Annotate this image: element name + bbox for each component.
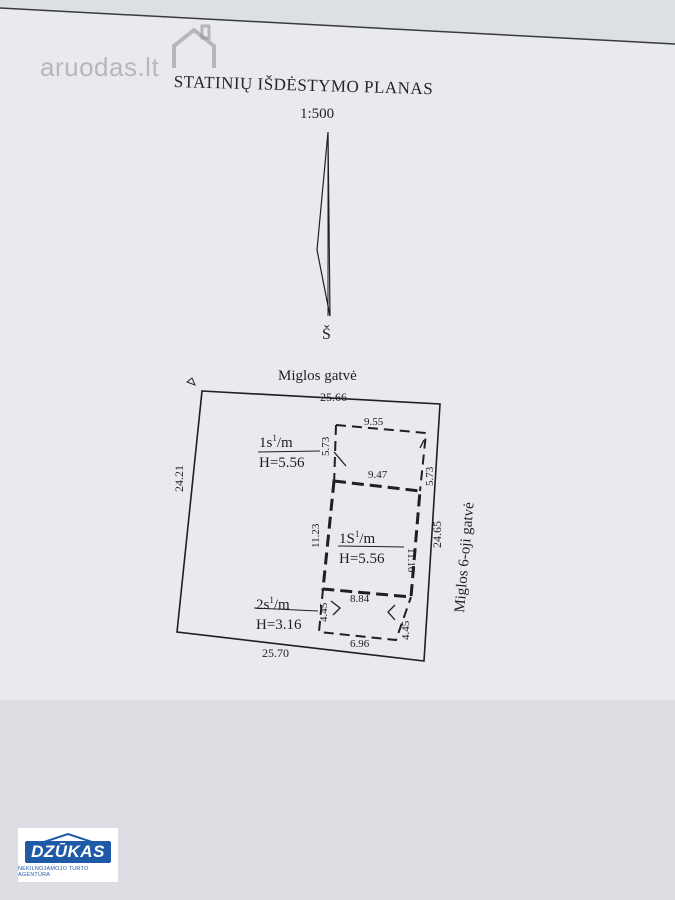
building-2-label: 1S1/m H=5.56 (339, 524, 385, 569)
north-letter: Š (322, 326, 331, 343)
building-1-label: 1s1/m H=5.56 (259, 428, 305, 473)
dim-b3-left: 4.45 (318, 602, 330, 622)
building-3-label: 2s1/m H=3.16 (256, 590, 302, 635)
street-top-label: Miglos gatvė (278, 368, 357, 384)
dim-b2-top: 9.47 (368, 469, 388, 481)
building-1-outline (333, 424, 428, 492)
dim-bottom: 25.70 (262, 646, 289, 660)
agency-logo: DZŪKAS NEKILNOJAMOJO TURTO AGENTŪRA (18, 828, 118, 882)
house-roof-icon (40, 832, 96, 843)
dim-b3-right: 4.45 (400, 620, 412, 640)
dim-b3-bottom: 6.96 (350, 638, 370, 650)
building-3-suffix: /m (273, 597, 290, 613)
house-watermark-icon (172, 24, 216, 68)
building-1-sup: 1 (272, 433, 277, 443)
plot-boundary (176, 390, 441, 662)
dim-b2-right: 11.10 (405, 548, 417, 573)
north-arrow-icon (316, 131, 331, 317)
dim-right: 24.65 (430, 521, 444, 548)
building-2-outline (321, 479, 422, 599)
building-1-code: 1s (259, 435, 273, 451)
building-3-height: H=3.16 (256, 617, 302, 633)
dim-b1-left: 5.73 (320, 436, 332, 456)
watermark-aruodas: aruodas.lt (40, 52, 160, 82)
dim-b2-left: 11.23 (310, 523, 322, 548)
building-2-code: 1S (339, 531, 355, 547)
building-3-outline (317, 588, 412, 642)
building-2-sup: 1 (354, 529, 360, 539)
agency-name: DZŪKAS (25, 840, 111, 863)
building-1-height: H=5.56 (259, 455, 305, 471)
dim-left: 24.21 (172, 465, 186, 492)
plan-scale: 1:500 (300, 106, 335, 122)
building-2-suffix: /m (359, 531, 376, 547)
building-3-sup: 1 (269, 595, 274, 605)
agency-tagline: NEKILNOJAMOJO TURTO AGENTŪRA (18, 865, 89, 878)
dim-b1-right: 5.73 (424, 466, 436, 486)
dim-top: 25.66 (320, 390, 347, 404)
dim-b3-top: 8.84 (350, 593, 370, 605)
building-3-code: 2s (256, 597, 270, 613)
building-2-height: H=5.56 (339, 551, 385, 567)
dim-b1-top: 9.55 (364, 416, 384, 428)
building-1-suffix: /m (276, 435, 293, 451)
